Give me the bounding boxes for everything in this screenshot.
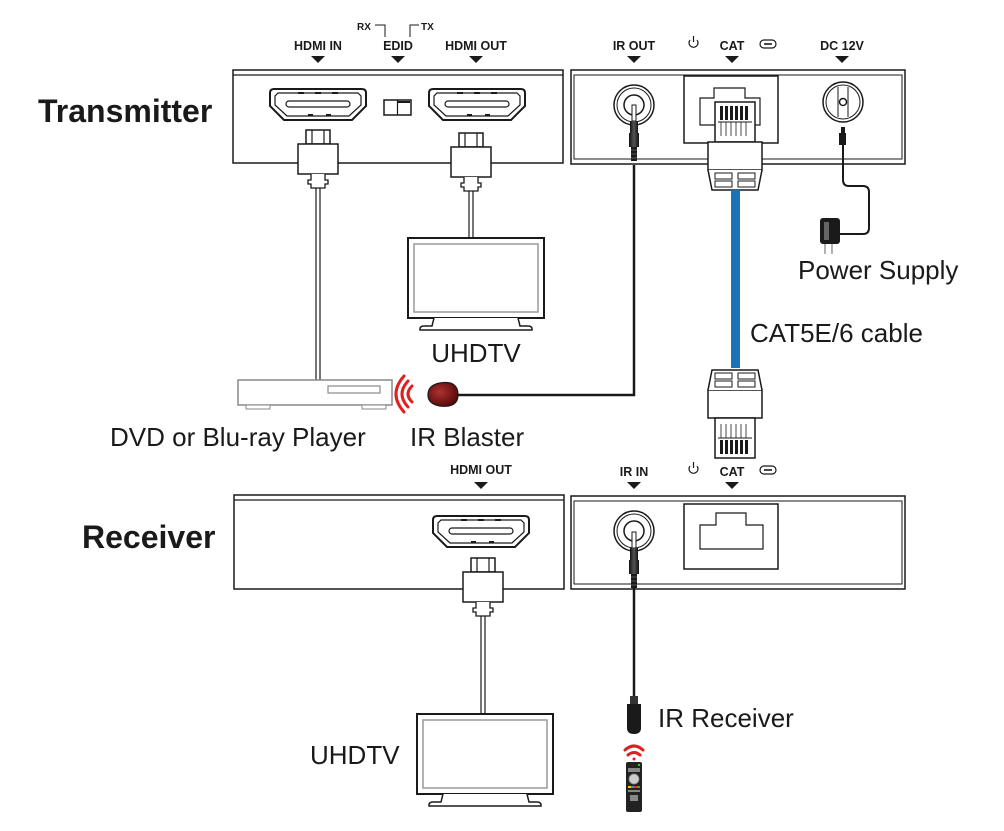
tx-rj45-head xyxy=(714,101,756,143)
receiver-rear-panel xyxy=(570,495,906,590)
power-supply-icon xyxy=(820,218,840,254)
edid-tx-label: TX xyxy=(421,22,434,33)
rx-uhdtv-label: UHDTV xyxy=(310,740,400,770)
receiver-rear-labels: IR IN CAT xyxy=(620,462,777,489)
rx-link-icon xyxy=(759,465,777,475)
rx-cat-arrow-icon xyxy=(725,482,739,489)
ir-receiver-label: IR Receiver xyxy=(658,703,794,733)
edid-label: EDID xyxy=(383,39,413,53)
ir-signal-icon xyxy=(394,374,414,414)
hdmi-out-port[interactable] xyxy=(428,88,526,121)
rx-cat-port[interactable] xyxy=(683,503,779,570)
hdmi-out-cable xyxy=(468,191,474,238)
edid-arrow-icon xyxy=(391,56,405,63)
edid-switch[interactable] xyxy=(383,99,412,116)
rx-power-icon xyxy=(688,462,699,474)
rx-cat-label: CAT xyxy=(720,465,745,479)
hdmi-in-port[interactable] xyxy=(269,88,367,121)
ir-in-label: IR IN xyxy=(620,465,648,479)
cat-cable-label: CAT5E/6 cable xyxy=(750,318,923,348)
tx-uhdtv-label: UHDTV xyxy=(431,338,521,368)
transmitter-front-labels: HDMI IN EDID RX TX HDMI OUT xyxy=(294,22,507,63)
dc-12v-jack[interactable] xyxy=(822,81,864,123)
dc-label: DC 12V xyxy=(820,39,864,53)
transmitter-title: Transmitter xyxy=(38,93,212,129)
dc-plug xyxy=(839,127,846,145)
dvd-player-label: DVD or Blu-ray Player xyxy=(110,422,366,452)
dvd-player-icon xyxy=(237,379,393,410)
transmitter-rear-panel xyxy=(570,69,906,165)
rx-rj45-plug xyxy=(707,369,763,419)
cat-cable xyxy=(731,190,740,368)
receiver-front-panel xyxy=(233,494,565,590)
ir-blaster-label: IR Blaster xyxy=(410,422,524,452)
ir-out-label: IR OUT xyxy=(613,39,656,53)
power-supply-label: Power Supply xyxy=(798,255,958,285)
hdmi-in-label: HDMI IN xyxy=(294,39,342,53)
tx-uhdtv-icon xyxy=(407,237,545,331)
ir-receiver-icon xyxy=(627,696,641,734)
cat-arrow-icon xyxy=(725,56,739,63)
rx-hdmi-out-port[interactable] xyxy=(432,515,530,548)
edid-tx-bracket xyxy=(409,24,419,37)
ir-blaster-icon xyxy=(427,381,459,407)
rx-hdmi-cable xyxy=(480,616,486,714)
dc-arrow-icon xyxy=(835,56,849,63)
link-icon xyxy=(759,39,777,49)
receiver-title: Receiver xyxy=(82,519,215,555)
power-cable xyxy=(840,145,870,235)
ir-in-arrow-icon xyxy=(627,482,641,489)
tx-rj45-plug xyxy=(707,141,763,191)
edid-rx-bracket xyxy=(375,24,386,37)
transmitter-front-panel xyxy=(232,69,564,164)
rx-hdmi-out-arrow-icon xyxy=(474,482,488,489)
hdmi-in-arrow-icon xyxy=(311,56,325,63)
receiver-front-labels: HDMI OUT xyxy=(450,463,512,489)
rx-rj45-head xyxy=(714,417,756,459)
rx-uhdtv-icon xyxy=(416,713,554,807)
ir-blaster-cable xyxy=(458,165,636,397)
remote-signal-icon xyxy=(623,744,645,761)
cat-label: CAT xyxy=(720,39,745,53)
remote-control-icon xyxy=(626,762,642,812)
hdmi-in-cable xyxy=(315,188,321,380)
rx-hdmi-out-label: HDMI OUT xyxy=(450,463,512,477)
ir-out-arrow-icon xyxy=(627,56,641,63)
hdmi-out-arrow-icon xyxy=(469,56,483,63)
power-icon xyxy=(688,36,699,48)
transmitter-rear-labels: IR OUT CAT DC 12V xyxy=(613,36,865,63)
edid-rx-label: RX xyxy=(357,22,371,33)
hdmi-out-label: HDMI OUT xyxy=(445,39,507,53)
